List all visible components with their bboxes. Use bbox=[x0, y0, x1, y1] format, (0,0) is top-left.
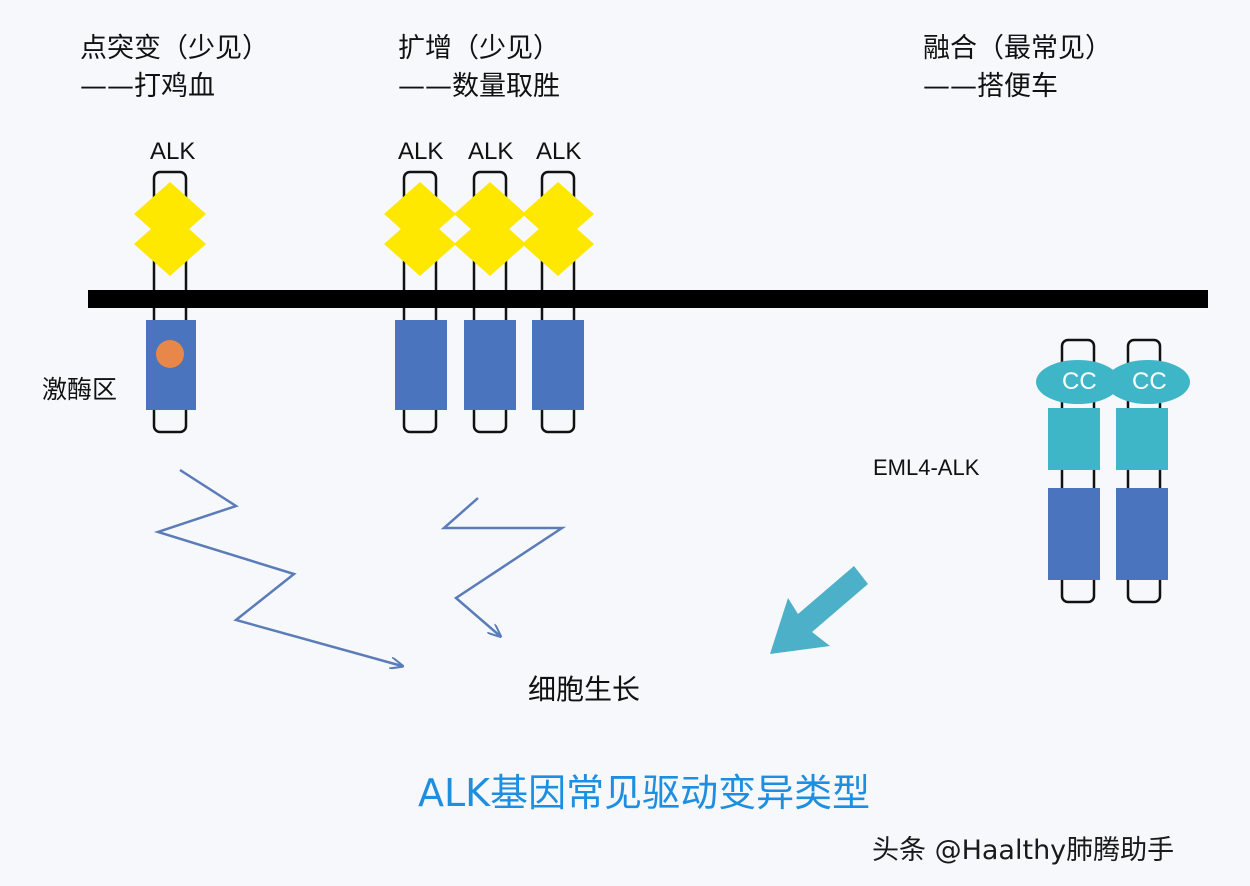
kinase-region-label: 激酶区 bbox=[42, 375, 118, 404]
alk-label-amp-1: ALK bbox=[398, 138, 444, 165]
cell-membrane bbox=[88, 290, 1208, 308]
header-fusion-title: 融合（最常见） bbox=[923, 33, 1112, 64]
coiled-coil-label-1: CC bbox=[1062, 368, 1097, 395]
alk-label-point: ALK bbox=[150, 138, 196, 165]
diagram-caption: ALK基因常见驱动变异类型 bbox=[418, 771, 871, 815]
alk-label-amp-3: ALK bbox=[536, 138, 582, 165]
fusion-receptor-2 bbox=[1106, 338, 1190, 604]
fusion-signal-arrow bbox=[770, 566, 868, 654]
mutation-dot bbox=[156, 340, 184, 368]
receptor-amplification-1 bbox=[384, 170, 456, 434]
fusion-label: EML4-ALK bbox=[873, 455, 980, 480]
cell-growth-label: 细胞生长 bbox=[528, 673, 641, 706]
header-fusion-subtitle: ——搭便车 bbox=[923, 71, 1058, 102]
receptor-amplification-2 bbox=[454, 170, 526, 434]
coiled-coil-label-2: CC bbox=[1132, 368, 1167, 395]
alk-label-amp-2: ALK bbox=[468, 138, 514, 165]
signal-arrow-point-mutation bbox=[153, 468, 402, 666]
watermark: 头条 @Haalthy肺腾助手 bbox=[872, 835, 1175, 866]
header-amplification-title: 扩增（少见） bbox=[398, 33, 560, 64]
signal-arrow-amplification bbox=[440, 497, 567, 636]
fusion-receptor-1 bbox=[1036, 338, 1120, 604]
header-point-mutation-subtitle: ——打鸡血 bbox=[80, 71, 215, 102]
extracellular-domain bbox=[134, 182, 206, 276]
header-point-mutation-title: 点突变（少见） bbox=[80, 33, 269, 64]
header-amplification-subtitle: ——数量取胜 bbox=[398, 71, 560, 102]
receptor-amplification-3 bbox=[522, 170, 594, 434]
